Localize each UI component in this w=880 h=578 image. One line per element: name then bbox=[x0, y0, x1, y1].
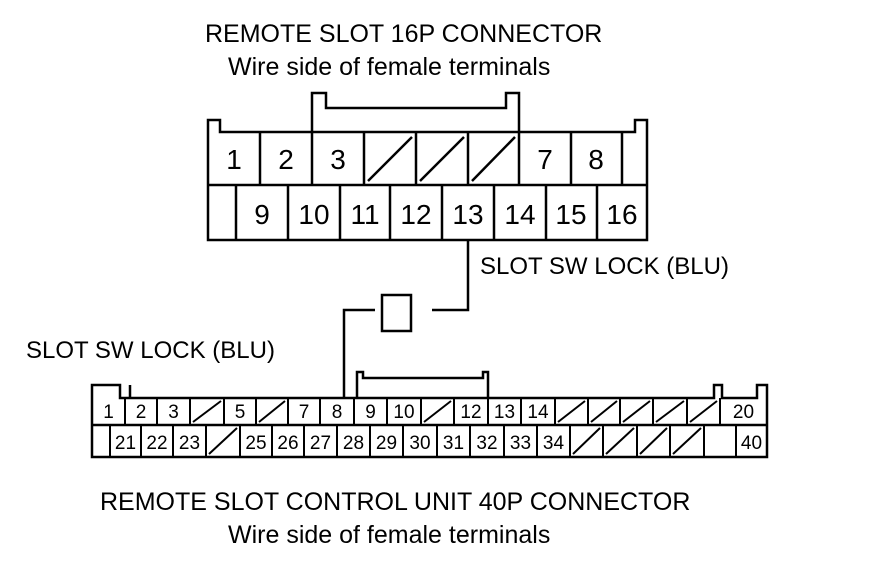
pin-label: 7 bbox=[537, 144, 553, 175]
connector16-lock-tab bbox=[310, 91, 521, 132]
blocked-cell-mark bbox=[557, 400, 586, 423]
pin-label: 27 bbox=[310, 433, 331, 454]
pin-label: 34 bbox=[543, 433, 565, 454]
pin-label: 31 bbox=[443, 433, 464, 454]
pin-label: 10 bbox=[393, 402, 414, 423]
pin-label: 10 bbox=[298, 199, 329, 230]
pin-label: 2 bbox=[136, 402, 147, 423]
connector16-row2: 9 10 11 12 13 14 15 16 bbox=[254, 199, 637, 230]
pin-label: 9 bbox=[254, 199, 270, 230]
pin-label: 1 bbox=[226, 144, 242, 175]
pin-label: 40 bbox=[741, 433, 762, 454]
wire-to-pin8 bbox=[342, 308, 375, 398]
pin-label: 30 bbox=[409, 433, 430, 454]
pin-label: 8 bbox=[588, 144, 604, 175]
blocked-cell-mark bbox=[605, 427, 635, 455]
wire-label-lower: SLOT SW LOCK (BLU) bbox=[26, 337, 275, 364]
pin-label: 26 bbox=[277, 433, 298, 454]
pin-label: 33 bbox=[510, 433, 531, 454]
pin-label: 9 bbox=[365, 402, 376, 423]
blocked-cell-mark bbox=[590, 400, 618, 423]
pin-label: 16 bbox=[606, 199, 637, 230]
connector40-subtitle: Wire side of female terminals bbox=[228, 521, 550, 549]
pin-label: 12 bbox=[400, 199, 431, 230]
wire-from-pin13 bbox=[432, 240, 470, 312]
blocked-cell-mark bbox=[639, 427, 668, 455]
pin-label: 14 bbox=[504, 199, 535, 230]
pin-label: 8 bbox=[332, 402, 343, 423]
pin-label: 21 bbox=[115, 433, 136, 454]
pin-label: 15 bbox=[555, 199, 586, 230]
blocked-cell-mark bbox=[689, 400, 718, 423]
pin-label: 25 bbox=[245, 433, 266, 454]
blocked-cell-mark bbox=[572, 427, 601, 455]
pin-label: 11 bbox=[350, 199, 379, 230]
wire-label-upper: SLOT SW LOCK (BLU) bbox=[480, 253, 729, 280]
connector16-outline bbox=[206, 118, 649, 242]
connector40-lock-tab bbox=[355, 370, 490, 398]
pin-label: 7 bbox=[299, 402, 310, 423]
connector16-row1: 1 2 3 7 8 bbox=[226, 144, 604, 175]
pin-label: 1 bbox=[103, 402, 114, 423]
blocked-cell-mark bbox=[367, 136, 413, 182]
blocked-cell-mark bbox=[672, 427, 702, 455]
blocked-cell-mark bbox=[208, 427, 238, 455]
connector40-outline bbox=[90, 383, 769, 459]
wire-junction-box bbox=[380, 293, 413, 333]
connector40-title: REMOTE SLOT CONTROL UNIT 40P CONNECTOR bbox=[100, 488, 690, 516]
pin-label: 20 bbox=[733, 402, 754, 423]
pin-label: 13 bbox=[452, 199, 483, 230]
blocked-cell-mark bbox=[622, 400, 651, 423]
pin-label: 22 bbox=[146, 433, 167, 454]
pin-label: 13 bbox=[494, 402, 515, 423]
blocked-cell-mark bbox=[192, 400, 222, 423]
pin-label: 2 bbox=[278, 144, 294, 175]
connector16-subtitle: Wire side of female terminals bbox=[228, 53, 550, 81]
pin-label: 23 bbox=[179, 433, 200, 454]
pin-label: 28 bbox=[343, 433, 364, 454]
pin-label: 5 bbox=[235, 402, 246, 423]
pin-label: 29 bbox=[376, 433, 397, 454]
blocked-cell-mark bbox=[419, 136, 465, 182]
blocked-cell-mark bbox=[655, 400, 685, 423]
pin-label: 32 bbox=[476, 433, 497, 454]
pin-label: 3 bbox=[168, 402, 179, 423]
connector40-row2: 21 22 23 25 26 27 28 29 30 31 32 33 34 40 bbox=[115, 433, 762, 454]
blocked-cell-mark bbox=[423, 400, 452, 423]
pin-label: 14 bbox=[527, 402, 549, 423]
connector16-title: REMOTE SLOT 16P CONNECTOR bbox=[205, 20, 602, 48]
pin-label: 12 bbox=[460, 402, 481, 423]
blocked-cell-mark bbox=[471, 136, 516, 182]
pin-label: 3 bbox=[330, 144, 346, 175]
blocked-cell-mark bbox=[258, 400, 286, 423]
